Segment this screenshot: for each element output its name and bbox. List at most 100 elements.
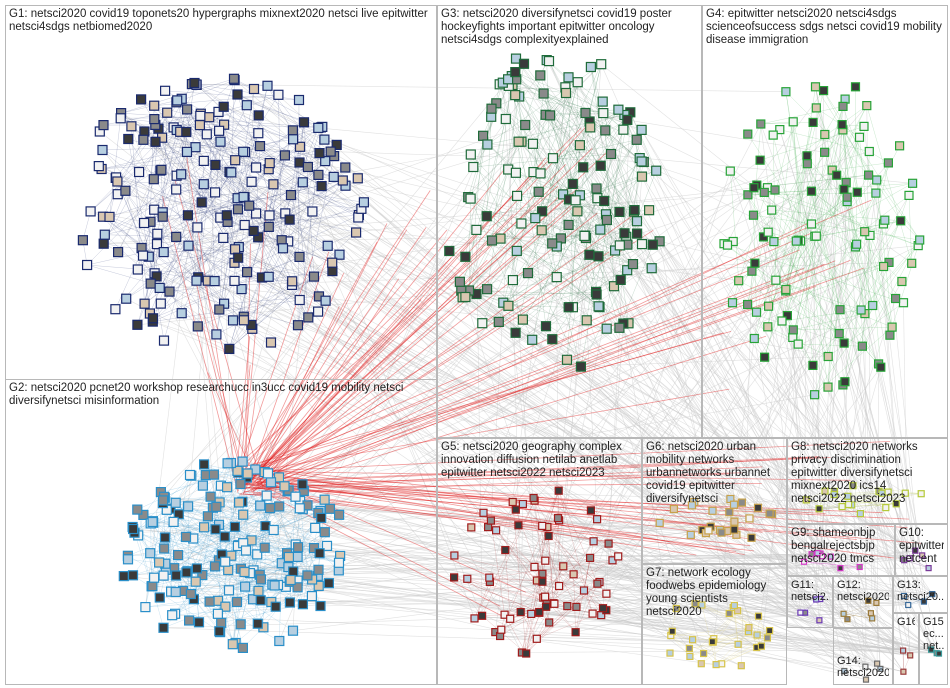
group-g10-panel: G10: epitwitter netcent <box>895 524 948 576</box>
node-avatar <box>808 360 818 370</box>
node-avatar <box>840 377 850 387</box>
node-avatar <box>308 542 320 554</box>
edge-gray <box>562 194 821 600</box>
node-avatar <box>244 200 255 211</box>
edge-gray <box>153 105 543 527</box>
node-avatar <box>293 542 304 553</box>
edge-intra <box>237 470 289 568</box>
edge-intra <box>598 114 625 307</box>
edge-intra <box>847 602 877 620</box>
node-avatar <box>727 298 738 308</box>
edge-intra <box>474 500 535 619</box>
node-avatar <box>145 548 156 559</box>
edge-red <box>239 286 817 495</box>
edge-intra <box>193 502 240 600</box>
edge-intra <box>162 216 242 290</box>
group-g9-panel: G9: shameonbjp bengalrejectsbjp netsci20… <box>787 524 895 576</box>
node-avatar <box>580 107 591 119</box>
node-avatar <box>470 614 479 623</box>
node-avatar <box>209 276 220 287</box>
node-avatar <box>328 171 339 182</box>
edge-intra <box>807 163 893 328</box>
node-avatar <box>485 573 494 582</box>
node-avatar <box>214 626 225 637</box>
edge-intra <box>583 557 591 591</box>
edge-intra <box>521 606 577 653</box>
node-avatar <box>198 155 209 166</box>
node-avatar <box>899 647 907 654</box>
edge-intra <box>237 94 305 123</box>
edge-red <box>259 306 340 468</box>
node-avatar <box>313 122 324 134</box>
edge-intra <box>518 141 522 224</box>
node-avatar <box>814 549 821 557</box>
edge-gray <box>164 496 817 600</box>
edge-gray <box>641 129 905 561</box>
edge-red <box>171 170 264 488</box>
node-avatar <box>471 224 482 235</box>
edge-intra <box>176 189 362 210</box>
edge-intra <box>297 126 323 326</box>
edge-intra <box>730 171 739 281</box>
edge-intra <box>163 590 259 629</box>
edge-intra <box>860 239 920 311</box>
node-avatar <box>181 126 192 138</box>
node-avatar <box>572 602 581 612</box>
node-avatar <box>749 183 759 193</box>
node-avatar <box>750 258 760 268</box>
edge-intra <box>487 114 625 145</box>
edge-intra <box>831 170 893 328</box>
edge-intra <box>551 87 566 244</box>
node-avatar <box>601 323 612 334</box>
node-avatar <box>514 521 523 530</box>
edge-red <box>248 441 891 473</box>
group-g9-label: G9: shameonbjp bengalrejectsbjp netsci20… <box>791 527 876 565</box>
node-avatar <box>907 258 917 268</box>
edge-intra <box>798 343 863 347</box>
node-avatar <box>479 508 488 517</box>
edge-gray <box>233 78 848 620</box>
edge-intra <box>691 504 735 506</box>
edge-gray <box>520 555 923 613</box>
edge-intra <box>701 604 717 665</box>
edge-red <box>248 229 408 486</box>
edge-intra <box>229 281 293 350</box>
edge-gray <box>152 321 905 561</box>
edge-intra <box>505 550 511 619</box>
node-avatar <box>655 518 664 528</box>
node-avatar <box>321 540 333 552</box>
edge-intra <box>842 129 858 193</box>
node-avatar <box>265 337 277 348</box>
edge-intra <box>541 121 590 212</box>
edge-gray <box>767 326 910 559</box>
node-avatar <box>292 582 303 593</box>
edge-intra <box>834 491 880 495</box>
node-avatar <box>852 187 862 197</box>
node-avatar <box>697 660 705 668</box>
edge-red <box>255 466 763 489</box>
edge-gray <box>577 82 801 613</box>
edge-intra <box>701 627 750 664</box>
node-avatar <box>797 609 804 616</box>
edge-gray <box>328 582 673 632</box>
node-avatar <box>172 95 183 106</box>
edge-intra <box>747 194 840 334</box>
edge-gray <box>462 297 713 512</box>
edge-intra <box>844 262 890 382</box>
node-avatar <box>208 469 219 480</box>
edge-gray <box>172 614 932 650</box>
node-avatar <box>708 638 717 646</box>
edge-intra <box>659 522 706 534</box>
node-avatar <box>226 550 237 561</box>
edge-gray <box>499 84 587 321</box>
node-avatar <box>540 321 552 332</box>
edge-intra <box>163 146 301 253</box>
node-avatar <box>467 523 476 532</box>
node-avatar <box>173 509 184 520</box>
edge-intra <box>143 139 177 176</box>
edge-gray <box>603 112 937 654</box>
edge-gray <box>324 250 450 500</box>
node-avatar <box>613 104 624 115</box>
edge-gray <box>243 320 916 551</box>
node-avatar <box>757 642 766 650</box>
